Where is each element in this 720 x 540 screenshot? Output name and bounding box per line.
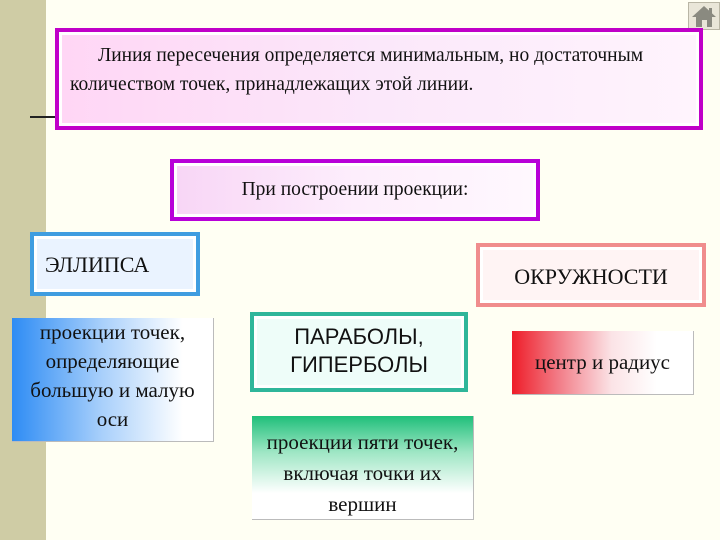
parabola-heading-box: ПАРАБОЛЫ, ГИПЕРБОЛЫ: [250, 312, 468, 392]
parabola-heading: ПАРАБОЛЫ, ГИПЕРБОЛЫ: [254, 316, 464, 388]
projection-heading-box: При построении проекции:: [170, 159, 540, 221]
parabola-description: проекции пяти точек, включая точки их ве…: [252, 416, 474, 520]
home-button[interactable]: [688, 2, 720, 30]
definition-panel: Линия пересечения определяется минимальн…: [59, 32, 699, 126]
definition-text: Линия пересечения определяется минимальн…: [70, 45, 644, 95]
circle-heading-box: ОКРУЖНОСТИ: [476, 243, 706, 307]
projection-heading: При построении проекции:: [174, 163, 536, 217]
ellipse-heading: ЭЛЛИПСА: [34, 236, 196, 292]
home-icon: [692, 6, 716, 27]
ellipse-description: проекции точек, определяющие большую и м…: [12, 318, 214, 442]
ellipse-heading-box: ЭЛЛИПСА: [30, 232, 200, 296]
decor-dash: [30, 116, 60, 118]
definition-box: Линия пересечения определяется минимальн…: [55, 28, 703, 130]
circle-heading: ОКРУЖНОСТИ: [480, 247, 702, 303]
circle-description: центр и радиус: [512, 331, 694, 395]
